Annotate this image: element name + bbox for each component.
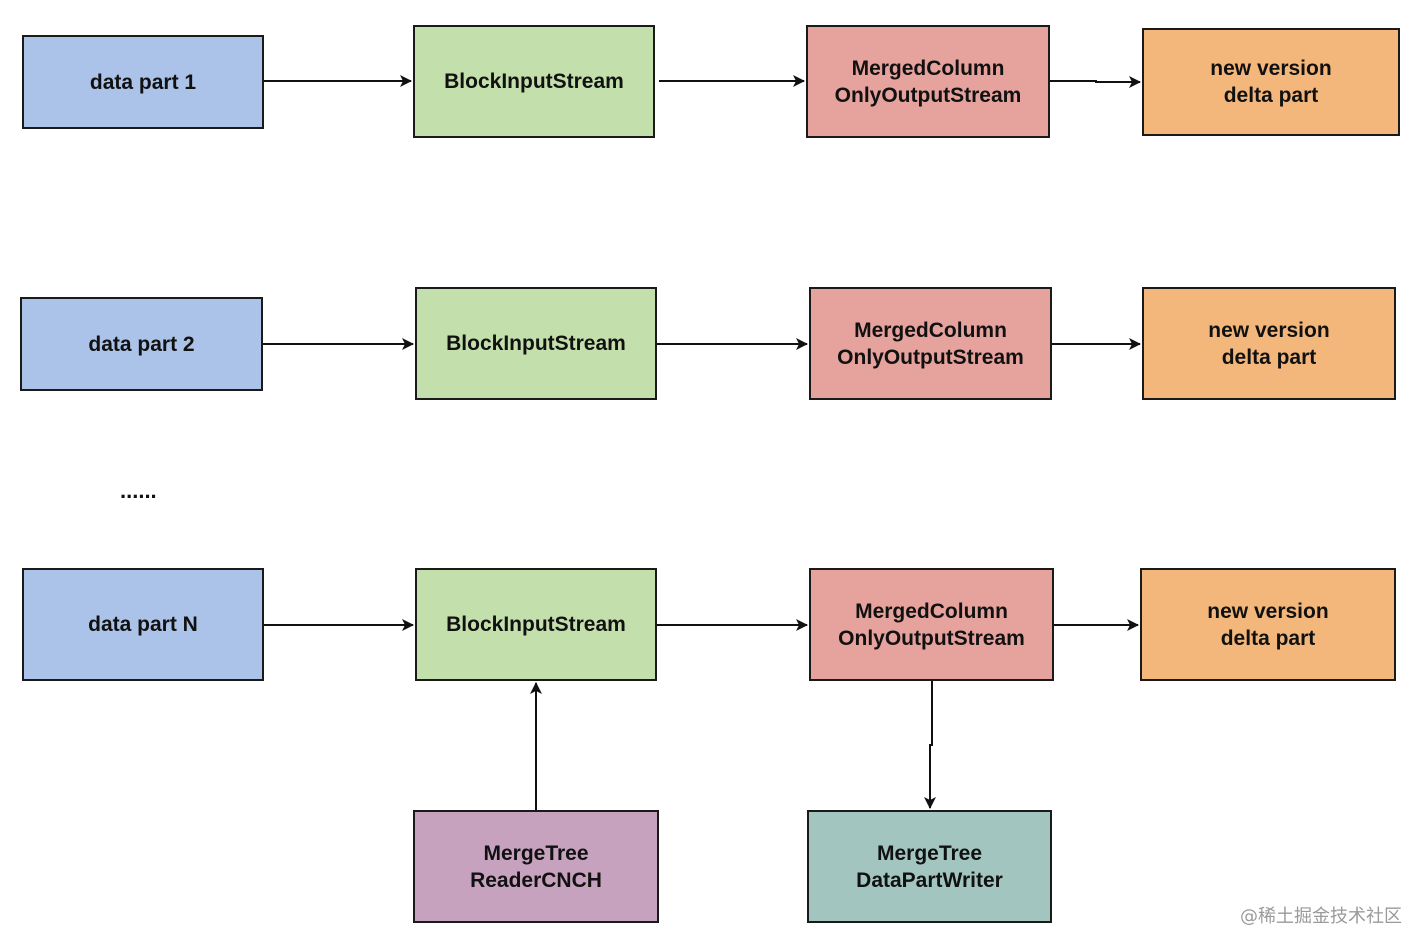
- data-part-1-label: data part 1: [89, 70, 197, 94]
- result-n-line-2: delta part: [1220, 626, 1316, 650]
- result-2-line-1: new version: [1208, 318, 1330, 342]
- block-input-stream-2-label: BlockInputStream: [446, 332, 626, 355]
- output-stream-1-line-1: MergedColumn: [851, 56, 1005, 80]
- data-part-2-box: data part 2: [20, 297, 263, 391]
- result-1-line-2: delta part: [1223, 84, 1319, 107]
- block-input-stream-n-label: BlockInputStream: [446, 613, 626, 636]
- output-stream-n-line-2: OnlyOutputStream: [838, 626, 1025, 650]
- merged-column-output-stream-2-box: MergedColumn OnlyOutputStream: [809, 287, 1052, 400]
- block-input-stream-1-label: BlockInputStream: [444, 70, 624, 93]
- new-version-delta-part-2-box: new version delta part: [1142, 287, 1396, 400]
- output-stream-2-line-2: OnlyOutputStream: [837, 345, 1024, 369]
- merge-tree-reader-cnch-box: MergeTree ReaderCNCH: [413, 810, 659, 923]
- block-input-stream-1-box: BlockInputStream: [413, 25, 655, 138]
- result-1-line-1: new version: [1210, 57, 1332, 80]
- output-stream-n-line-1: MergedColumn: [855, 599, 1008, 623]
- merged-column-output-stream-1-box: MergedColumn OnlyOutputStream: [806, 25, 1050, 138]
- new-version-delta-part-n-box: new version delta part: [1140, 568, 1396, 681]
- writer-line-1: MergeTree: [876, 841, 983, 865]
- arrow-row1-output-to-result: [1050, 76, 1141, 88]
- ellipsis-text: ......: [120, 478, 157, 503]
- output-stream-2-line-1: MergedColumn: [854, 318, 1007, 342]
- result-2-line-2: delta part: [1221, 345, 1317, 369]
- merged-column-output-stream-n-box: MergedColumn OnlyOutputStream: [809, 568, 1054, 681]
- reader-line-2: ReaderCNCH: [470, 868, 602, 892]
- arrow-output-to-writer: [924, 681, 936, 809]
- merge-tree-data-part-writer-box: MergeTree DataPartWriter: [807, 810, 1052, 923]
- block-input-stream-n-box: BlockInputStream: [415, 568, 657, 681]
- writer-line-2: DataPartWriter: [856, 868, 1003, 892]
- output-stream-1-line-2: OnlyOutputStream: [834, 83, 1022, 107]
- data-part-n-label: data part N: [88, 613, 198, 636]
- data-part-n-box: data part N: [22, 568, 264, 681]
- reader-line-1: MergeTree: [483, 841, 589, 865]
- block-input-stream-2-box: BlockInputStream: [415, 287, 657, 400]
- data-part-2-label: data part 2: [88, 332, 195, 356]
- result-n-line-1: new version: [1207, 599, 1329, 623]
- new-version-delta-part-1-box: new version delta part: [1142, 28, 1400, 136]
- data-part-1-box: data part 1: [22, 35, 264, 129]
- watermark-text: @稀土掘金技术社区: [1240, 906, 1402, 927]
